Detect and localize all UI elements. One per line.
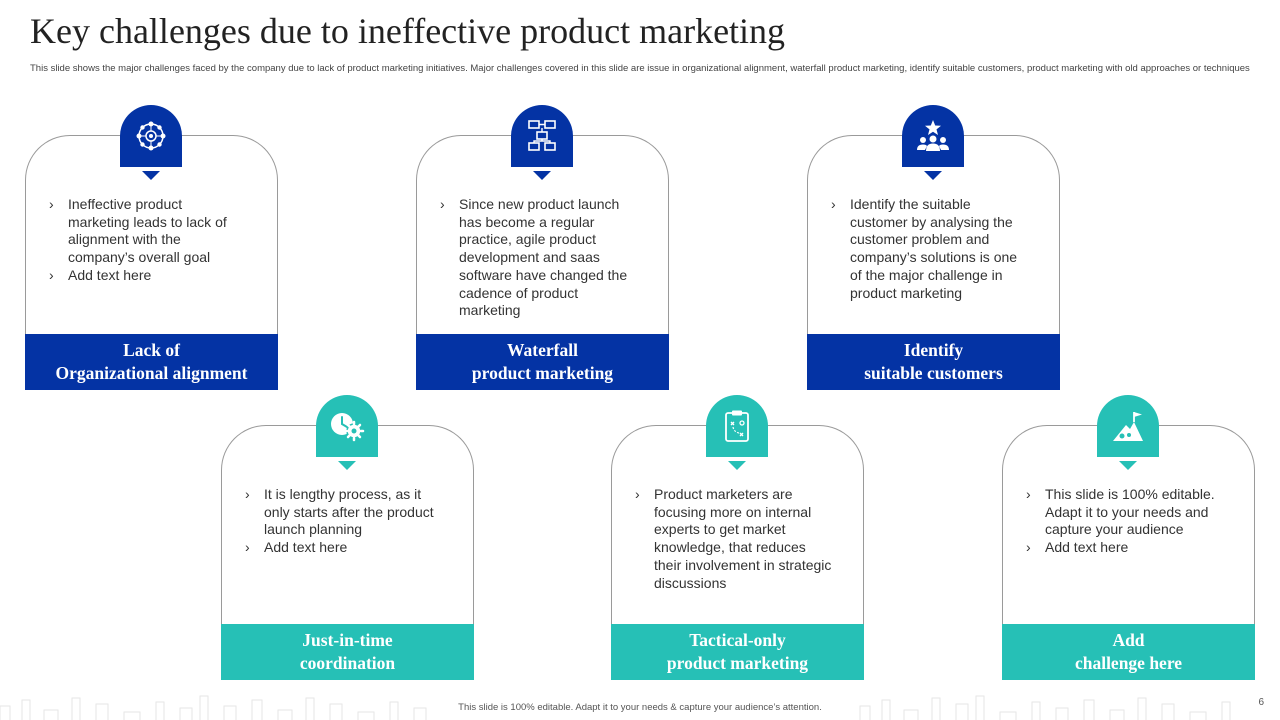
clock-gear-icon [316,395,378,457]
slide-description: This slide shows the major challenges fa… [30,63,1250,74]
customer-group-star-icon [902,105,964,167]
bullet-list: Identify the suitable customer by analys… [829,196,1029,302]
bullet-item: Add text here [47,267,247,285]
label-line: Add [1112,630,1145,650]
network-hub-icon [120,105,182,167]
bullet-item: It is lengthy process, as it only starts… [243,486,443,539]
challenge-card-suitable-customers[interactable]: Identify the suitable customer by analys… [807,105,1060,390]
tactics-clipboard-icon [706,395,768,457]
bullet-list: Ineffective product marketing leads to l… [47,196,247,285]
label-line: product marketing [666,653,809,673]
pointer-arrow [142,171,160,180]
decorative-skyline [0,695,1231,720]
label-line: suitable customers [864,363,1003,383]
bullet-list: Product marketers are focusing more on i… [633,486,833,592]
challenge-card-just-in-time[interactable]: It is lengthy process, as it only starts… [221,395,474,680]
slide-title: Key challenges due to ineffective produc… [30,11,786,51]
label-line: product marketing [471,363,614,383]
pointer-arrow [728,461,746,470]
card-label: Add challenge here [1002,624,1255,680]
bullet-list: It is lengthy process, as it only starts… [243,486,443,557]
challenge-card-add-challenge[interactable]: This slide is 100% editable. Adapt it to… [1002,395,1255,680]
bullet-list: This slide is 100% editable. Adapt it to… [1024,486,1224,557]
bullet-item: Add text here [1024,539,1224,557]
card-label: Just-in-time coordination [221,624,474,680]
label-line: Tactical-only [689,630,786,650]
label-line: Identify [903,340,964,360]
flowchart-icon [511,105,573,167]
label-line: Organizational alignment [55,363,248,383]
goal-flag-mountain-icon [1097,395,1159,457]
card-label: Waterfall product marketing [416,334,669,390]
label-line: challenge here [1074,653,1183,673]
card-label: Lack of Organizational alignment [25,334,278,390]
bullet-item: Ineffective product marketing leads to l… [47,196,247,267]
card-label: Tactical-only product marketing [611,624,864,680]
pointer-arrow [924,171,942,180]
bullet-item: This slide is 100% editable. Adapt it to… [1024,486,1224,539]
pointer-arrow [1119,461,1137,470]
bullet-item: Add text here [243,539,443,557]
pointer-arrow [338,461,356,470]
challenge-card-tactical-only[interactable]: Product marketers are focusing more on i… [611,395,864,680]
footer-note: This slide is 100% editable. Adapt it to… [458,702,822,713]
label-line: Waterfall [507,340,578,360]
bullet-item: Since new product launch has become a re… [438,196,638,320]
bullet-item: Identify the suitable customer by analys… [829,196,1029,302]
label-line: coordination [299,653,396,673]
page-number: 6 [1258,697,1264,708]
bullet-list: Since new product launch has become a re… [438,196,638,320]
label-line: Just-in-time [302,630,393,650]
bullet-item: Product marketers are focusing more on i… [633,486,833,592]
pointer-arrow [533,171,551,180]
challenge-card-waterfall[interactable]: Since new product launch has become a re… [416,105,669,390]
challenge-card-organizational-alignment[interactable]: Ineffective product marketing leads to l… [25,105,278,390]
label-line: Lack of [123,340,180,360]
card-label: Identify suitable customers [807,334,1060,390]
